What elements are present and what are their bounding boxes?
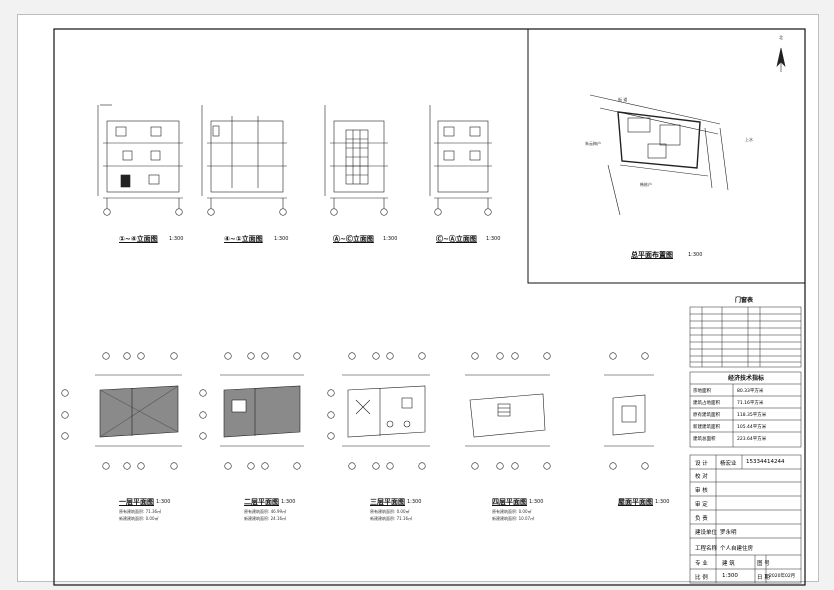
plan-3-scale: 1:300 — [407, 499, 422, 505]
elevation-1-scale: 1:300 — [169, 236, 184, 242]
tb-owner-label: 建设单位 — [695, 530, 718, 536]
site-plan-box — [527, 28, 806, 284]
tb-date-label: 日 期 — [757, 575, 770, 581]
tech-title: 经济技术指标 — [728, 375, 765, 382]
elevation-3-scale: 1:300 — [383, 236, 398, 242]
tech-row-5-label: 建筑总面积 — [693, 437, 716, 442]
tb-designer: 杨宏业 — [720, 461, 737, 467]
tech-row-4-value: 105.44平方米 — [737, 425, 767, 430]
plan-1-title: 一层平面图 — [119, 498, 154, 506]
tb-row-2: 审 核 — [695, 488, 708, 494]
plan-4-title: 四层平面图 — [492, 498, 527, 506]
tb-major-label: 专 业 — [695, 561, 708, 567]
plan-4-line1: 原有建筑面积: 0.00㎡ — [492, 509, 532, 514]
floor-plan-4 — [465, 352, 551, 470]
floor-plan-2 — [199, 352, 304, 470]
tb-major: 建 筑 — [722, 561, 735, 567]
elevation-4-scale: 1:300 — [486, 236, 501, 242]
north-label: 北 — [779, 35, 783, 40]
tech-table — [689, 371, 802, 448]
plan-4-line2: 新建建筑面积: 10.07㎡ — [492, 516, 535, 521]
plan-2-scale: 1:300 — [281, 499, 296, 505]
tb-drawing-no-label: 图 号 — [757, 561, 770, 567]
tb-project: 个人自建住房 — [720, 546, 754, 552]
drawing-sheet — [17, 14, 819, 582]
neighbor-bottom-label: 韩栋户 — [640, 182, 652, 187]
tech-row-5-value: 223.64平方米 — [737, 437, 767, 442]
tech-row-1-value: 80.33平方米 — [737, 389, 764, 394]
tb-row-1: 校 对 — [695, 474, 708, 480]
floor-plan-3 — [327, 352, 430, 470]
plan-3-line1: 原有建筑面积: 0.00㎡ — [370, 509, 410, 514]
elevation-4-title: Ⓒ~Ⓐ立面图 — [436, 235, 477, 243]
elevation-1-title: ①~④立面图 — [119, 235, 158, 243]
tech-row-2-label: 建筑占地面积 — [693, 401, 720, 406]
road-label: 街 道 — [618, 97, 628, 102]
elevation-3 — [324, 105, 388, 216]
tb-date: 2020年02月 — [769, 574, 796, 579]
plan-2-line2: 新建建筑面积: 24.16㎡ — [244, 516, 287, 521]
door-table-title: 门窗表 — [735, 297, 754, 304]
plan-2-title: 二层平面图 — [244, 498, 279, 506]
tech-row-1-label: 宗地面积 — [693, 389, 711, 394]
roof-plan — [604, 352, 654, 470]
plan-3-title: 三层平面图 — [370, 498, 405, 506]
site-plan-title: 总平面布置图 — [631, 251, 673, 259]
tb-row-3: 审 定 — [695, 502, 708, 508]
site-plan-drawing — [589, 47, 786, 216]
plan-2-line1: 原有建筑面积: 46.99㎡ — [244, 509, 287, 514]
plan-3-line2: 新建建筑面积: 71.16㎡ — [370, 516, 413, 521]
tech-row-3-label: 原有建筑面积 — [693, 413, 720, 418]
plan-1-line1: 原有建筑面积: 71.36㎡ — [119, 509, 162, 514]
tb-design-label: 设 计 — [695, 461, 708, 467]
elevation-2-scale: 1:300 — [274, 236, 289, 242]
roof-plan-title: 屋面平面图 — [618, 498, 653, 506]
tb-scale-label: 比 例 — [695, 575, 708, 581]
tech-row-2-value: 71.16平方米 — [737, 401, 764, 406]
floor-plan-1 — [61, 352, 182, 470]
tb-row-4: 负 责 — [695, 516, 708, 522]
tb-scale: 1:300 — [722, 573, 738, 579]
plan-1-scale: 1:300 — [156, 499, 171, 505]
side-road-label: 上水 — [745, 137, 753, 142]
neighbor-left-label: 朱云梅户 — [585, 141, 601, 146]
drawing-frame — [53, 28, 806, 586]
elevation-2-title: ④~①立面图 — [224, 235, 263, 243]
elevation-3-title: Ⓐ~Ⓒ立面图 — [333, 235, 374, 243]
tb-project-label: 工程名称 — [695, 546, 718, 552]
site-plan-scale: 1:300 — [688, 252, 703, 258]
elevation-4 — [429, 105, 492, 216]
tb-phone: 15334414244 — [746, 459, 785, 465]
title-block — [689, 454, 802, 584]
plan-4-scale: 1:300 — [529, 499, 544, 505]
elevation-2 — [201, 105, 287, 216]
door-window-table — [689, 306, 802, 368]
tech-row-4-label: 新建建筑面积 — [693, 425, 720, 430]
roof-plan-scale: 1:300 — [655, 499, 670, 505]
tb-owner: 罗永明 — [720, 530, 737, 536]
elevation-1 — [97, 104, 183, 216]
plan-1-line2: 新建建筑面积: 0.00㎡ — [119, 516, 159, 521]
tech-row-3-value: 118.35平方米 — [737, 413, 767, 418]
